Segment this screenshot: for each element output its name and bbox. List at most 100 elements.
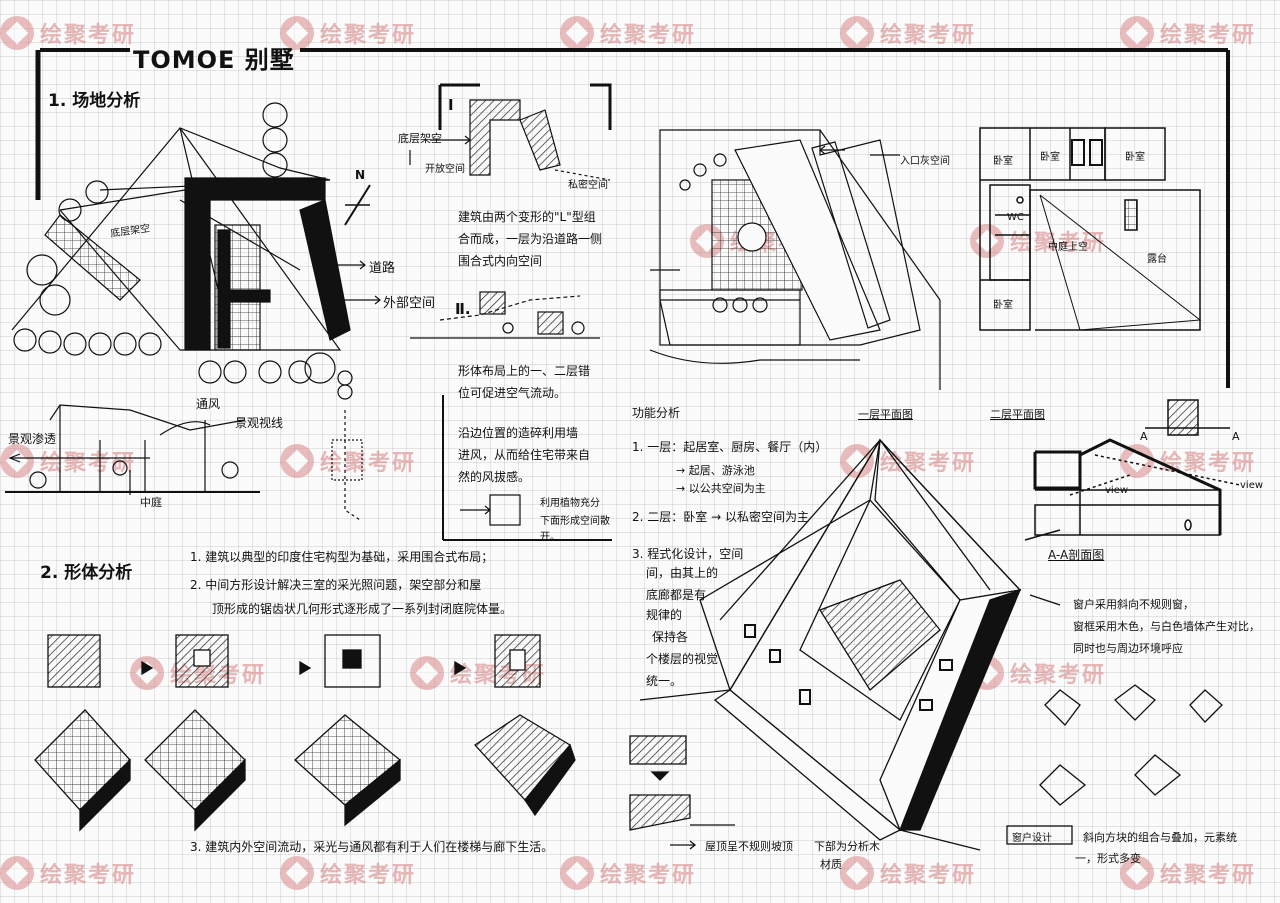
sheet-frame xyxy=(35,48,1230,388)
watermark: 绘聚考研 xyxy=(840,16,976,50)
watermark-logo-icon xyxy=(280,856,314,890)
roof-note: 材质 xyxy=(820,858,842,871)
function-note: 2. 二层：卧室 → 以私密空间为主 xyxy=(632,510,809,524)
site-plan xyxy=(11,102,381,521)
mid-note: 下面形成空间散 xyxy=(540,516,610,527)
function-note: 保持各 xyxy=(652,630,689,644)
form-note: 1. 建筑以典型的印度住宅构型为基础，采用围合式布局； xyxy=(190,550,494,564)
watermark-logo-icon xyxy=(0,856,34,890)
watermark: 绘聚考研 xyxy=(0,16,136,50)
function-note: 3. 程式化设计，空间 xyxy=(632,547,744,561)
watermark: 绘聚考研 xyxy=(1120,16,1256,50)
mid-note: 位可促进空气流动。 xyxy=(458,386,567,400)
watermark-logo-icon xyxy=(970,224,1004,258)
page-title: TOMOE 别墅 xyxy=(133,46,295,74)
mid-note: 合而成，一层为沿道路一侧 xyxy=(458,232,603,246)
courtyard-void-label: 中庭上空 xyxy=(1048,242,1088,253)
function-note: 间，由其上的 xyxy=(646,566,719,580)
watermark: 绘聚考研 xyxy=(840,444,976,478)
watermark: 绘聚考研 xyxy=(1120,444,1256,478)
form-note: 3. 建筑内外空间流动，采光与通风都有利于人们在楼梯与廊下生活。 xyxy=(190,840,554,854)
watermark-logo-icon xyxy=(840,444,874,478)
watermark-logo-icon xyxy=(560,16,594,50)
room-label: 卧室 xyxy=(1125,152,1145,163)
watermark-logo-icon xyxy=(410,656,444,690)
watermark-logo-icon xyxy=(560,856,594,890)
landscape-label-2: 景观视线 xyxy=(235,416,284,430)
section-mark: A xyxy=(1140,430,1148,443)
section-site-title: 1. 场地分析 xyxy=(48,91,141,111)
window-note: 窗框采用木色，与白色墙体产生对比， xyxy=(1073,620,1260,633)
view-label: view xyxy=(1240,480,1264,491)
watermark: 绘聚考研 xyxy=(280,444,416,478)
function-note: 1. 一层：起居室、厨房、餐厅（内） xyxy=(632,440,828,454)
open-space-label: 开放空间 xyxy=(425,164,465,175)
section-mark: A xyxy=(1232,430,1240,443)
watermark-logo-icon xyxy=(130,656,164,690)
mid-note: 沿边位置的造碎利用墙 xyxy=(458,426,579,440)
watermark: 绘聚考研 xyxy=(0,856,136,890)
wind-label: 通风 xyxy=(196,397,221,411)
roof-diagram xyxy=(629,735,735,850)
mid-note: 利用植物充分 xyxy=(540,498,600,509)
room-label: 卧室 xyxy=(1040,152,1060,163)
function-note: 底廊都是有 xyxy=(646,588,707,602)
mid-note: 然的风拔感。 xyxy=(458,470,531,484)
landscape-label-1: 景观渗透 xyxy=(8,432,57,446)
floor-offset-diagram xyxy=(410,291,612,541)
ground-floor-plan xyxy=(649,129,941,390)
wc-label: WC xyxy=(1007,212,1024,223)
l-shape-diagram xyxy=(409,83,612,181)
room-label: 卧室 xyxy=(993,300,1013,311)
road-label: 道路 xyxy=(369,261,396,276)
watermark: 绘聚考研 xyxy=(840,856,976,890)
watermark: 绘聚考研 xyxy=(280,16,416,50)
function-note: 规律的 xyxy=(646,608,683,622)
site-section xyxy=(5,404,260,495)
view-label: view xyxy=(1105,485,1129,496)
section-aa xyxy=(1024,399,1241,541)
watermark-logo-icon xyxy=(840,16,874,50)
watermark: 绘聚考研 xyxy=(560,856,696,890)
watermark: 绘聚考研 xyxy=(280,856,416,890)
window-note: 窗户采用斜向不规则窗， xyxy=(1073,598,1194,611)
window-design-note: 斜向方块的组合与叠加，元素统 xyxy=(1083,831,1237,844)
roof-note: 下部为分析木 xyxy=(814,840,880,853)
mid-note: 建筑由两个变形的"L"型组 xyxy=(458,210,596,224)
window-design-label: 窗户设计 xyxy=(1012,833,1052,844)
watermark-logo-icon xyxy=(280,444,314,478)
watermark-logo-icon xyxy=(1120,16,1154,50)
function-title: 功能分析 xyxy=(632,406,681,420)
mid-note: 围合式内向空间 xyxy=(458,254,543,268)
private-space-label: 私密空间 xyxy=(568,180,608,191)
watermark: 绘聚考研 xyxy=(560,16,696,50)
mid-note: 形体布局上的一、二层错 xyxy=(458,364,591,378)
room-label: 卧室 xyxy=(993,156,1013,167)
mid-note: 开。 xyxy=(540,532,560,543)
watermark-logo-icon xyxy=(280,16,314,50)
north-label: N xyxy=(355,168,366,182)
watermark: 绘聚考研 xyxy=(0,444,136,478)
function-note: → 以公共空间为主 xyxy=(676,482,766,495)
form-note: 顶形成的锯齿状几何形式逐形成了一系列封闭庭院体量。 xyxy=(212,602,513,616)
form-analysis xyxy=(34,634,576,832)
side-yard-label: 底层架空 xyxy=(398,132,442,145)
watermark-logo-icon xyxy=(1120,856,1154,890)
window-note: 同时也与周边环境呼应 xyxy=(1073,642,1183,655)
second-floor-plan xyxy=(979,127,1202,331)
watermark-logo-icon xyxy=(840,856,874,890)
watermark-logo-icon xyxy=(0,16,34,50)
entrance-label: 入口灰空间 xyxy=(900,156,950,167)
window-design-note: 一，形式多变 xyxy=(1075,852,1141,865)
function-note: 个楼层的视觉 xyxy=(646,652,719,666)
window-study xyxy=(1006,684,1223,845)
diagram-marker: Ⅰ xyxy=(448,96,454,114)
roof-note: 屋顶呈不规则坡顶 xyxy=(705,840,793,853)
function-note: 统一。 xyxy=(646,674,683,688)
courtyard-label: 中庭 xyxy=(140,496,162,509)
section-title: A-A剖面图 xyxy=(1048,548,1105,562)
plan1-title: 一层平面图 xyxy=(858,408,913,421)
outer-space-label: 外部空间 xyxy=(383,296,436,311)
